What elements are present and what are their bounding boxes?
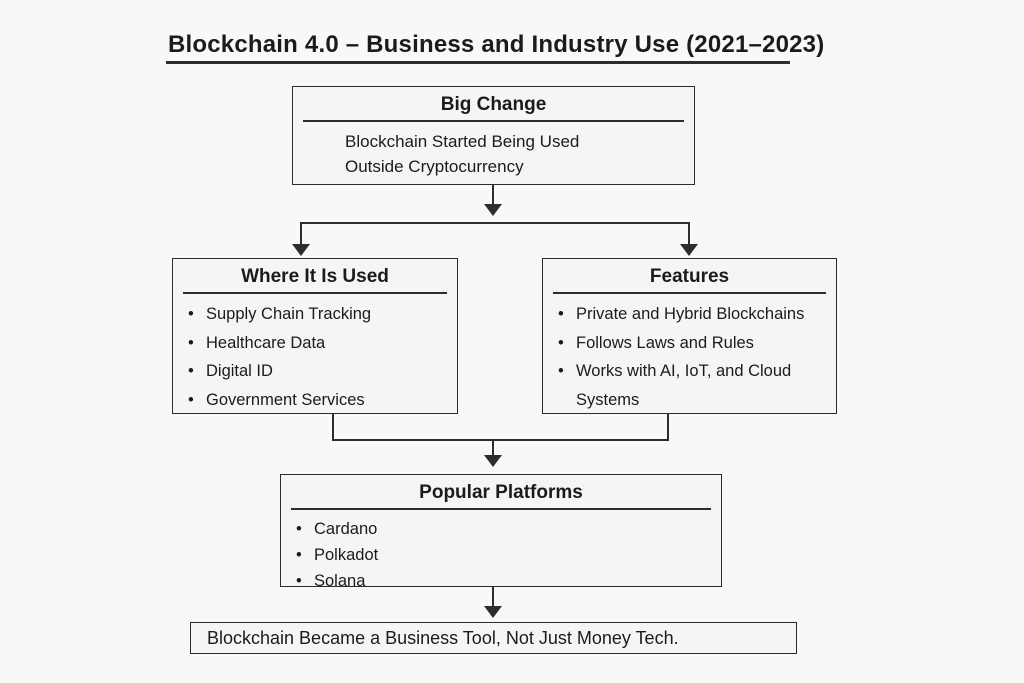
connector-line	[492, 586, 494, 607]
bullet-icon: •	[296, 546, 302, 564]
arrow-down-icon	[680, 244, 698, 256]
big-change-title: Big Change	[440, 94, 547, 115]
connector-line	[688, 222, 690, 245]
bullet-icon: •	[188, 362, 194, 380]
bullet-icon: •	[296, 572, 302, 590]
where-used-title: Where It Is Used	[241, 266, 389, 287]
connector-line	[667, 413, 669, 441]
big-change-body: Blockchain Started Being Used Outside Cr…	[293, 122, 694, 179]
list-item: •Digital ID	[188, 357, 449, 386]
platforms-title: Popular Platforms	[419, 482, 583, 503]
bullet-icon: •	[188, 333, 194, 352]
header-separator	[303, 120, 684, 122]
where-used-list: •Supply Chain Tracking •Healthcare Data …	[173, 300, 457, 414]
list-item: •Polkadot	[296, 542, 713, 568]
list-item: •Follows Laws and Rules	[558, 329, 828, 358]
platforms-box: Popular Platforms •Cardano •Polkadot •So…	[280, 474, 722, 590]
arrow-down-icon	[484, 455, 502, 467]
connector-line	[492, 184, 494, 204]
connector-line	[492, 441, 494, 456]
arrow-down-icon	[484, 204, 502, 216]
bullet-icon: •	[296, 520, 302, 538]
body-line: Outside Cryptocurrency	[345, 156, 524, 176]
list-item: •Healthcare Data	[188, 329, 449, 358]
connector-line	[300, 222, 302, 245]
list-item: •Government Services	[188, 386, 449, 415]
bullet-icon: •	[558, 362, 564, 380]
connector-line	[332, 439, 669, 441]
header-separator	[553, 292, 826, 294]
page-title: Blockchain 4.0 – Business and Industry U…	[168, 31, 825, 58]
list-item: •Supply Chain Tracking	[188, 300, 449, 329]
list-item: •Private and Hybrid Blockchains	[558, 300, 828, 329]
connector-line	[332, 413, 334, 441]
arrow-down-icon	[292, 244, 310, 256]
features-box: Features •Private and Hybrid Blockchains…	[542, 258, 837, 414]
bullet-icon: •	[188, 305, 194, 323]
arrow-down-icon	[484, 606, 502, 618]
platforms-list: •Cardano •Polkadot •Solana	[281, 516, 721, 594]
list-item: •Solana	[296, 568, 713, 594]
header-separator	[291, 508, 711, 510]
features-list: •Private and Hybrid Blockchains •Follows…	[543, 300, 836, 414]
where-used-box: Where It Is Used •Supply Chain Tracking …	[172, 258, 458, 414]
features-title: Features	[649, 266, 730, 287]
big-change-box: Big Change Blockchain Started Being Used…	[292, 86, 695, 185]
header-separator	[183, 292, 447, 294]
list-item: •Works with AI, IoT, and Cloud Systems	[558, 357, 828, 414]
bullet-icon: •	[188, 390, 194, 409]
bullet-icon: •	[558, 305, 564, 323]
list-item: •Cardano	[296, 516, 713, 542]
bullet-icon: •	[558, 333, 564, 352]
title-underline	[166, 61, 790, 64]
body-line: Blockchain Started Being Used	[345, 132, 580, 151]
conclusion-box: Blockchain Became a Business Tool, Not J…	[190, 622, 797, 654]
connector-line	[300, 222, 690, 224]
conclusion-text: Blockchain Became a Business Tool, Not J…	[207, 627, 679, 648]
